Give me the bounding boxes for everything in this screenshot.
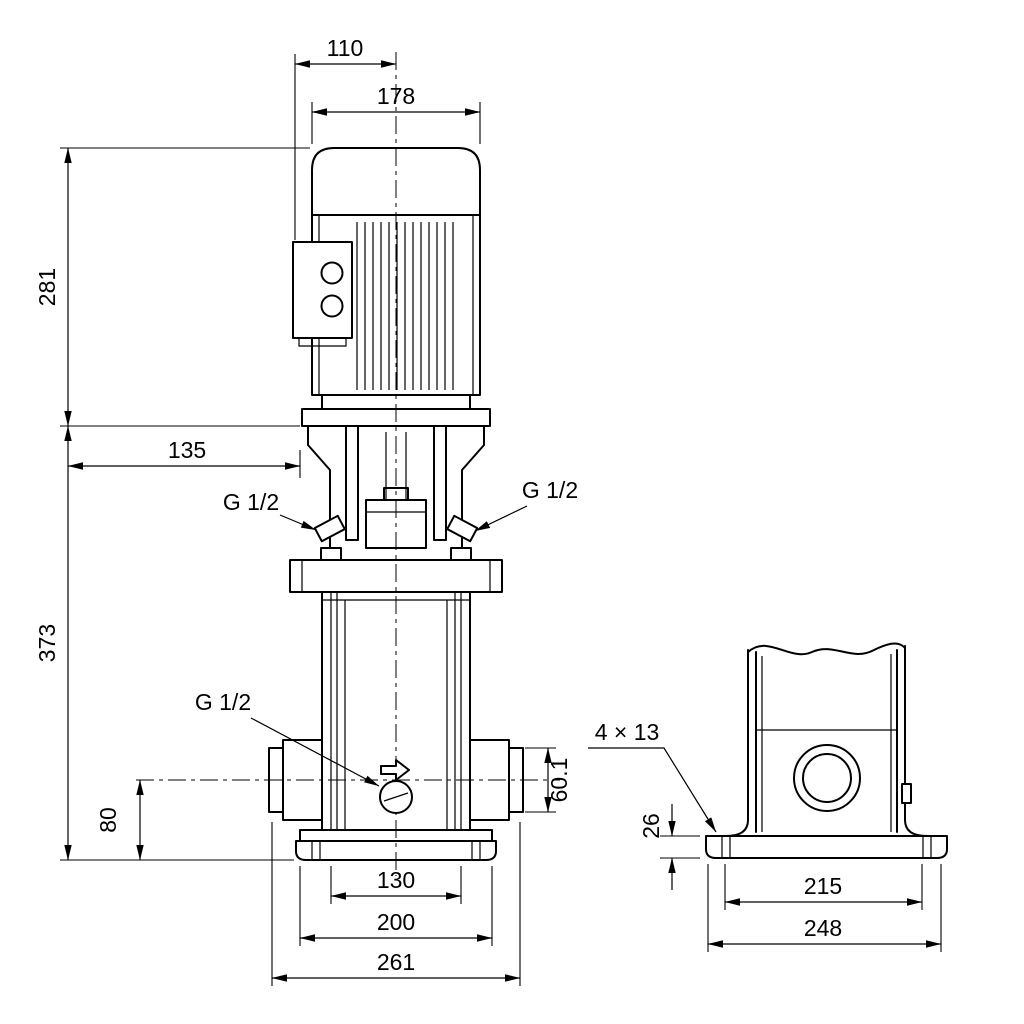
chamber-stack	[268, 591, 524, 831]
dim-178-group: 178	[311, 83, 481, 144]
dim-373-group: 373	[34, 425, 294, 861]
dim-248-extension	[707, 864, 942, 952]
inlet-port	[268, 739, 323, 821]
dim-261-extension	[271, 822, 521, 986]
dim-80-group: 80	[95, 779, 144, 861]
fan-cover	[311, 147, 481, 216]
dim-200-group: 200	[299, 866, 493, 946]
base-bolt-holes	[311, 841, 481, 860]
bracket-walls	[747, 645, 906, 833]
drain-label: G 1/2	[195, 689, 251, 715]
dim-215-group: 215	[724, 864, 923, 910]
side-bracket	[711, 642, 942, 837]
lantern-sides	[307, 425, 485, 549]
dim-60-1-label: 60.1	[546, 758, 572, 803]
dim-110-group: 110	[294, 35, 397, 240]
terminal-box-hole-bottom	[320, 294, 344, 318]
terminal-box-hole-top	[320, 261, 344, 285]
outlet-port	[469, 739, 524, 821]
dim-178-label: 178	[377, 83, 415, 109]
plug-right-label: G 1/2	[522, 477, 578, 503]
bracket-flares	[711, 811, 942, 837]
dim-261-group: 261	[271, 822, 521, 986]
dim-215-label: 215	[804, 873, 842, 899]
bolt-holes-label: 4 × 13	[595, 719, 660, 745]
bolt-holes-leader	[588, 747, 717, 833]
dim-80-label: 80	[95, 807, 121, 833]
pump-base	[295, 829, 497, 861]
head-flange-inner-lines	[301, 560, 491, 592]
side-view	[705, 642, 948, 859]
dim-26-group: 26	[638, 804, 700, 890]
break-line-wave	[747, 642, 906, 656]
label-plug-right-group: G 1/2	[474, 477, 578, 532]
dim-248-group: 248	[707, 864, 942, 952]
dim-248-label: 248	[804, 915, 842, 941]
dim-60-1-group: 60.1	[525, 747, 572, 813]
base-foot	[295, 840, 497, 861]
dim-261-label: 261	[377, 949, 415, 975]
side-tab	[901, 783, 912, 804]
pump-head	[289, 425, 503, 593]
plug-boss-right	[450, 547, 472, 561]
dim-26-label: 26	[638, 813, 664, 839]
plug-left-label: G 1/2	[223, 489, 279, 515]
outlet-port-flange	[508, 747, 524, 813]
terminal-box	[292, 241, 353, 347]
terminal-box-body	[292, 241, 353, 339]
dim-26-extension	[660, 835, 700, 859]
dim-135-label: 135	[168, 437, 206, 463]
inlet-port-flange	[268, 747, 284, 813]
dim-281-group: 281	[34, 147, 310, 427]
plug-right	[446, 514, 479, 543]
dim-281-extension	[60, 147, 310, 427]
front-view	[268, 147, 524, 861]
plug-left	[313, 514, 346, 543]
coupling-guard-left	[345, 425, 359, 541]
inner-sleeve-lines	[344, 600, 448, 830]
coupling-guard-right	[433, 425, 447, 541]
motor	[292, 147, 491, 427]
dim-110-label: 110	[327, 35, 364, 61]
dim-130-label: 130	[377, 867, 415, 893]
label-plug-left-group: G 1/2	[223, 489, 317, 531]
dim-200-label: 200	[377, 909, 415, 935]
bracket-inner-lines	[756, 654, 897, 832]
terminal-box-step	[298, 338, 347, 347]
motor-flange-lower	[301, 408, 491, 427]
shaft-seal-cap	[383, 487, 409, 501]
staybolts	[330, 592, 462, 830]
drain-plug-slot	[383, 792, 409, 802]
label-drain-group: G 1/2	[195, 689, 380, 787]
side-base-plate	[705, 835, 948, 859]
motor-fins	[356, 222, 454, 390]
side-base-bolt-holes	[721, 836, 932, 858]
plug-boss-left	[320, 547, 342, 561]
dim-135-group: 135	[67, 437, 301, 478]
dim-200-extension	[299, 866, 493, 946]
plug-left-leader	[279, 514, 317, 531]
dim-373-label: 373	[34, 624, 60, 662]
dim-130-group: 130	[330, 866, 462, 904]
dim-281-label: 281	[34, 268, 60, 306]
drain-leader	[250, 717, 380, 787]
plug-right-leader	[474, 505, 528, 532]
side-port-inner	[802, 753, 852, 803]
flow-arrow-symbol	[380, 759, 410, 781]
centerlines	[136, 52, 560, 876]
label-bolt-holes-group: 4 × 13	[588, 719, 717, 833]
side-base	[705, 835, 948, 859]
